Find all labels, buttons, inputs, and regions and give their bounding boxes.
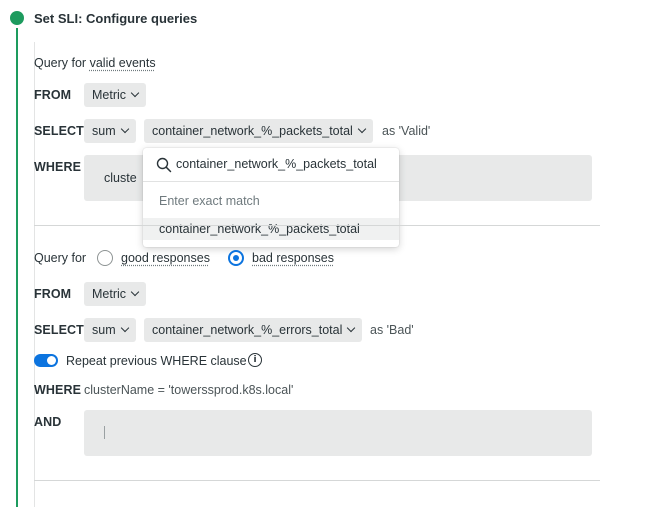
from-source-value: Metric (92, 287, 127, 301)
valid-alias: as 'Valid' (382, 124, 431, 138)
text-cursor (104, 426, 105, 439)
exact-match-hint: Enter exact match (159, 194, 260, 208)
aggregate-value: sum (92, 124, 116, 138)
radio-bad-responses-label[interactable]: bad responses (252, 251, 335, 265)
valid-query-heading: Query for valid events (34, 56, 156, 70)
select-label: SELECT (34, 124, 84, 138)
radio-good-responses[interactable] (97, 250, 113, 266)
metric-select[interactable]: container_network_%_packets_total (144, 119, 373, 143)
chevron-down-icon (347, 323, 356, 333)
and-label: AND (34, 415, 62, 429)
aggregate-select[interactable]: sum (84, 318, 136, 342)
where-input-value: cluste (104, 171, 137, 185)
from-label: FROM (34, 88, 72, 102)
chevron-down-icon (120, 323, 129, 333)
chevron-down-icon (130, 88, 140, 98)
section-divider (34, 480, 600, 481)
and-clause-input[interactable] (84, 410, 592, 456)
select-label: SELECT (34, 323, 84, 337)
step-complete-indicator (10, 11, 24, 25)
bad-alias: as 'Bad' (370, 323, 414, 337)
valid-events-link[interactable]: valid events (89, 56, 156, 70)
metric-search-value: container_network_%_packets_total (176, 157, 377, 171)
search-icon (156, 157, 172, 173)
aggregate-value: sum (92, 323, 116, 337)
chevron-down-icon (357, 124, 367, 134)
info-icon[interactable]: i (248, 353, 262, 367)
from-label: FROM (34, 287, 72, 301)
step-rail (16, 28, 18, 507)
metric-search-input[interactable]: container_network_%_packets_total (143, 148, 399, 182)
step-title: Set SLI: Configure queries (34, 11, 198, 26)
where-clause-value: clusterName = 'towerssprod.k8s.local' (84, 383, 294, 397)
repeat-where-label: Repeat previous WHERE clause (66, 354, 247, 368)
section-rail (34, 42, 35, 507)
repeat-where-toggle[interactable] (34, 354, 58, 367)
chevron-down-icon (120, 124, 129, 134)
metric-select[interactable]: container_network_%_errors_total (144, 318, 363, 342)
where-label: WHERE (34, 160, 82, 174)
from-source-select[interactable]: Metric (84, 282, 147, 306)
metric-option[interactable]: container_network_%_packets_total (143, 218, 399, 240)
metric-dropdown: container_network_%_packets_total Enter … (143, 148, 399, 247)
radio-bad-responses[interactable] (228, 250, 244, 266)
radio-good-responses-label[interactable]: good responses (121, 251, 210, 265)
where-label: WHERE (34, 383, 82, 397)
metric-value: container_network_%_errors_total (152, 323, 343, 337)
from-source-value: Metric (92, 88, 127, 102)
chevron-down-icon (130, 287, 140, 297)
bad-query-heading: Query for (34, 251, 87, 265)
valid-query-heading-prefix: Query for (34, 56, 87, 70)
section-divider (34, 225, 600, 226)
aggregate-select[interactable]: sum (84, 119, 136, 143)
metric-value: container_network_%_packets_total (152, 124, 353, 138)
from-source-select[interactable]: Metric (84, 83, 147, 107)
